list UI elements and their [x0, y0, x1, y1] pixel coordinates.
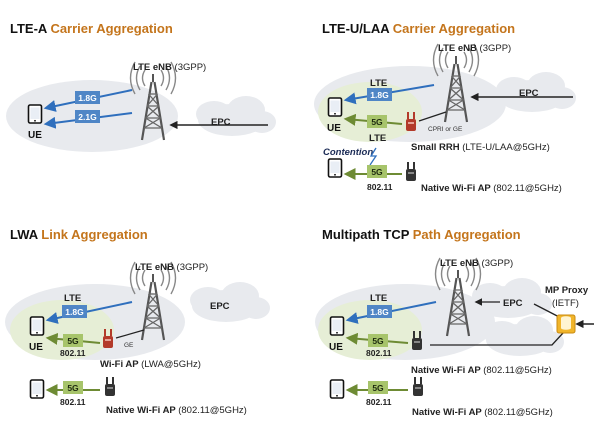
ue-label: UE	[329, 342, 343, 353]
internet-cloud	[484, 316, 564, 356]
panel-lte-u-laa: LTE-U/LAA Carrier Aggregation LTE eNB (3…	[314, 21, 576, 194]
epc-cloud	[190, 282, 270, 322]
band-5g	[367, 115, 387, 128]
ue-phone-icon	[27, 104, 43, 124]
wifi-ue-phone-icon	[327, 158, 343, 178]
svg-text:1.8G: 1.8G	[78, 93, 97, 103]
lte-label: LTE	[370, 293, 387, 304]
enb-label: LTE eNB (3GPP)	[438, 43, 511, 54]
ue-phone-icon	[327, 97, 343, 117]
svg-text:5G: 5G	[67, 336, 79, 346]
mp-proxy-note: (IETF)	[552, 298, 579, 309]
native-ap-label: Native Wi-Fi AP (802.11@5GHz)	[106, 405, 247, 416]
native-ap-icon	[105, 377, 115, 396]
cpri-link	[418, 111, 447, 122]
mp-proxy-label: MP Proxy	[545, 285, 589, 296]
panel-mptcp: Multipath TCP Path Aggregation LTE eNB (…	[315, 227, 594, 418]
std-label: 802.11	[366, 348, 392, 358]
cpri-label: CPRI or GE	[428, 126, 463, 133]
enb-label: LTE eNB (3GPP)	[135, 262, 208, 273]
panel-title: LWA Link Aggregation	[10, 227, 148, 242]
band-5g	[63, 334, 83, 347]
band-5g	[368, 334, 388, 347]
contention-label: Contention	[323, 147, 373, 158]
svg-text:5G: 5G	[372, 336, 384, 346]
lte-label: LTE	[64, 293, 81, 304]
epc-label: EPC	[211, 117, 231, 128]
svg-text:5G: 5G	[371, 167, 383, 177]
native-ap-label: Native Wi-Fi AP (802.11@5GHz)	[411, 365, 552, 376]
native-std-label: 802.11	[60, 397, 86, 407]
ue-label: UE	[28, 130, 42, 141]
ue-label: UE	[327, 123, 341, 134]
native-ue-phone-icon	[29, 379, 45, 399]
epc-label: EPC	[210, 301, 230, 312]
band-1-8g	[75, 91, 100, 104]
panel-title: LTE-A Carrier Aggregation	[10, 21, 173, 36]
proxy-to-ap-line	[430, 332, 564, 346]
epc-label: EPC	[503, 298, 523, 309]
epc-label: EPC	[519, 88, 539, 99]
ge-link	[115, 329, 145, 339]
wifi-ap-label: Wi-Fi AP (LWA@5GHz)	[100, 359, 201, 370]
enb-label: LTE eNB (3GPP)	[440, 258, 513, 269]
svg-text:1.8G: 1.8G	[65, 307, 84, 317]
rrh-label: Small RRH (LTE-U/LAA@5GHz)	[411, 142, 550, 153]
epc-cloud	[196, 96, 276, 136]
native-ap-2-label: Native Wi-Fi AP (802.11@5GHz)	[412, 407, 553, 418]
native-band-5g	[63, 381, 83, 394]
lte-label-top: LTE	[370, 78, 387, 89]
wifi-cell-area	[318, 300, 422, 360]
svg-text:5G: 5G	[67, 383, 79, 393]
wifi-band-5g	[367, 165, 387, 178]
panel-lte-a: LTE-A Carrier Aggregation LTE eNB (3GPP)…	[6, 21, 276, 152]
interference-icon	[369, 147, 378, 166]
panel-title: Multipath TCP Path Aggregation	[322, 227, 521, 242]
svg-text:1.8G: 1.8G	[370, 90, 389, 100]
panel-lwa: LWA Link Aggregation LTE eNB (3GPP) UE L…	[5, 227, 270, 416]
band-2-1g	[75, 110, 100, 123]
svg-text:1.8G: 1.8G	[370, 307, 389, 317]
svg-text:5G: 5G	[371, 117, 383, 127]
native-ue-phone-icon	[329, 379, 345, 399]
band-1-8g	[62, 305, 87, 318]
ue-phone-icon	[29, 316, 45, 336]
svg-text:2.1G: 2.1G	[78, 112, 97, 122]
panel-title: LTE-U/LAA Carrier Aggregation	[322, 21, 515, 36]
band-1-8g	[367, 88, 392, 101]
lte-label-bottom: LTE	[369, 133, 386, 144]
ge-label: GE	[124, 342, 134, 349]
native-ap-icon	[406, 162, 416, 181]
native-ap-label: Native Wi-Fi AP (802.11@5GHz)	[421, 183, 562, 194]
ue-label: UE	[29, 342, 43, 353]
std-label: 802.11	[60, 348, 86, 358]
mp-proxy-icon	[556, 314, 576, 334]
svg-text:5G: 5G	[372, 383, 384, 393]
ue-phone-icon	[329, 316, 345, 336]
band-1-8g	[367, 305, 392, 318]
native-std-label: 802.11	[366, 397, 392, 407]
wifi-std-label: 802.11	[367, 182, 393, 192]
native-ap-2-icon	[413, 377, 423, 396]
native-band-5g	[368, 381, 388, 394]
wifi-cell-area	[10, 300, 114, 360]
enb-label: LTE eNB (3GPP)	[133, 62, 206, 73]
